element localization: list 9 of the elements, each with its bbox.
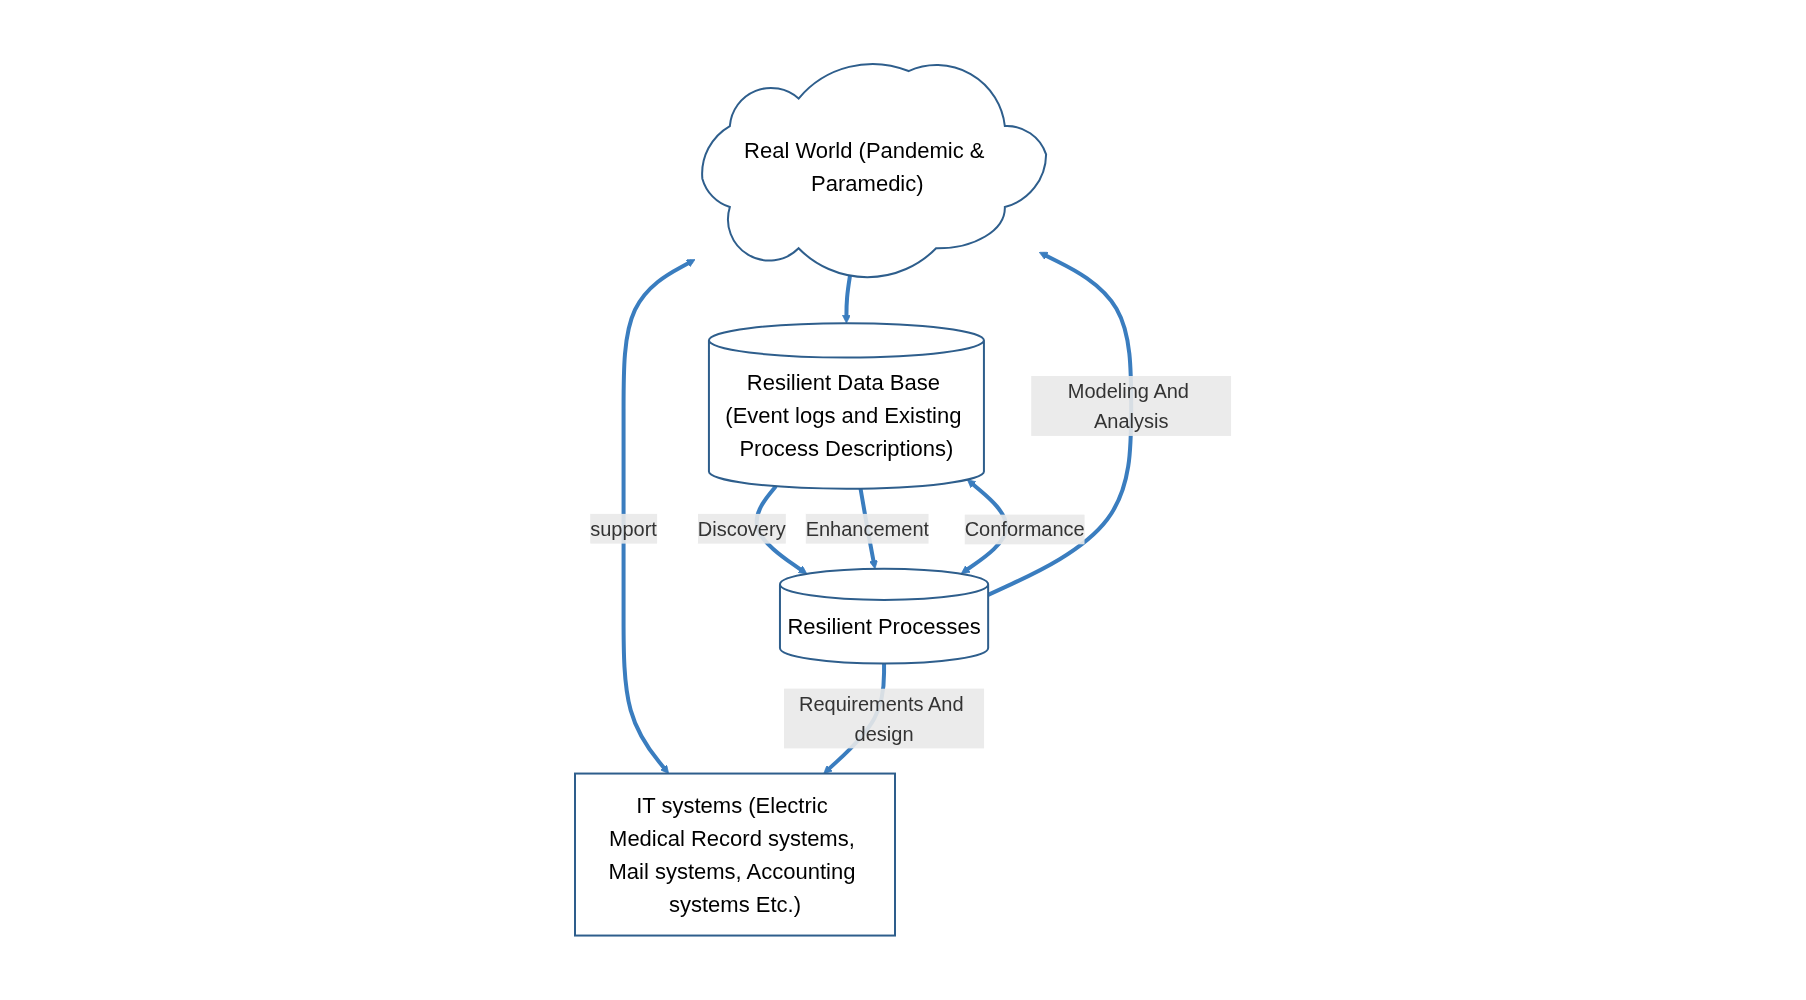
edge-label: Conformance	[964, 518, 1085, 541]
edge-label: Discovery	[697, 517, 786, 540]
node-box: IT systems (Electric Medical Record systems, Mail systems, Accounting systems Etc.)	[573, 772, 896, 937]
edge-label: Modeling And Analysis	[1067, 380, 1189, 433]
edge-label: support	[590, 517, 657, 540]
arrow	[841, 273, 853, 324]
edge-label: Enhancement	[805, 517, 929, 540]
edge-label: Requirements And design	[798, 692, 964, 745]
arrow	[621, 259, 696, 775]
